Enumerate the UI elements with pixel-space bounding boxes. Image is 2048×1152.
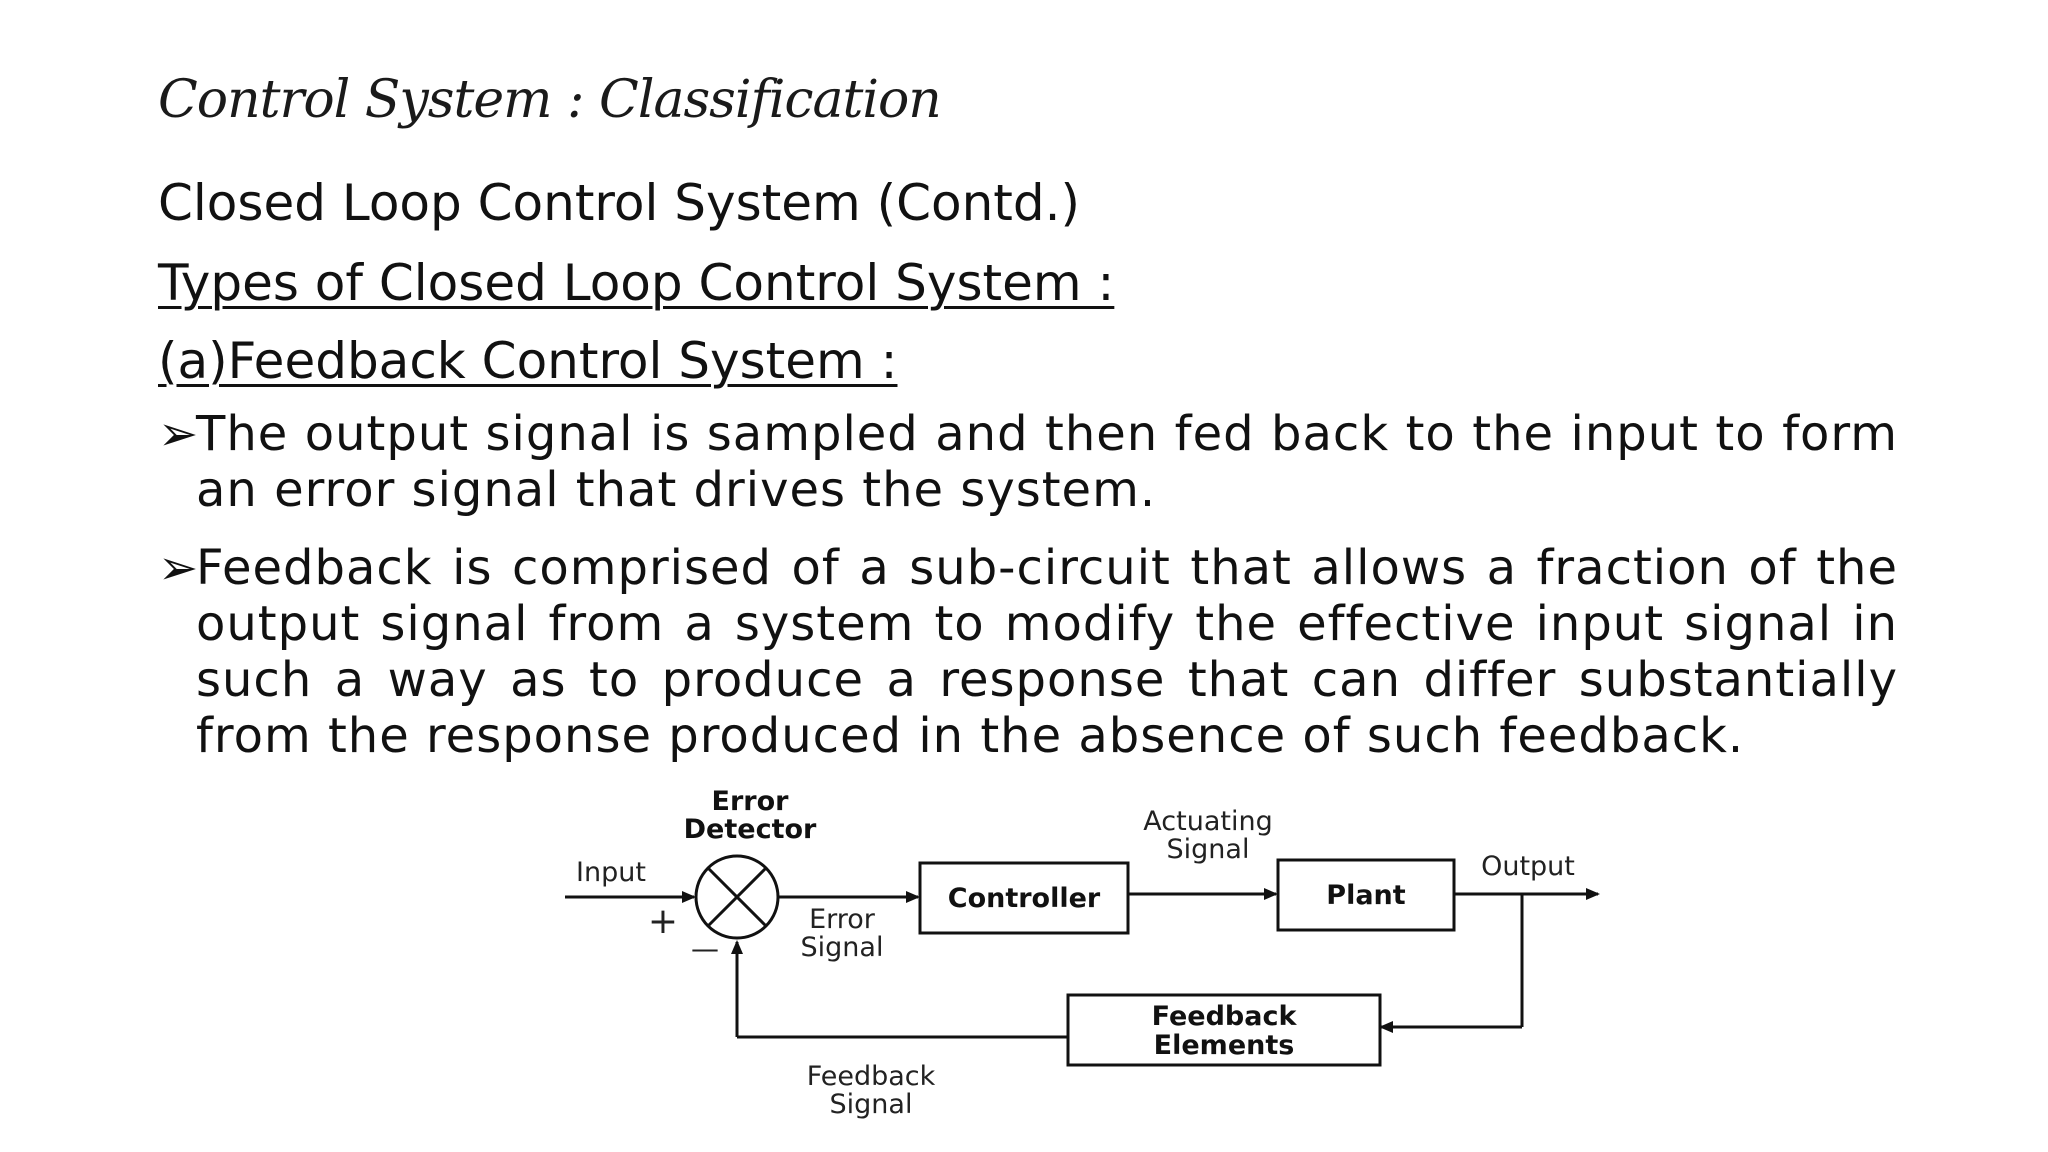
actuating-signal-label-line2: Signal: [1167, 834, 1250, 865]
error-detector-label-line2: Detector: [684, 814, 817, 845]
minus-sign: —: [691, 932, 719, 965]
feedback-diagram-svg: Error Detector Input + — Error Signal Co…: [565, 786, 1600, 1120]
slide-title: Control System : Classification: [158, 70, 942, 130]
plant-label: Plant: [1326, 880, 1405, 911]
feedback-elements-block: [1066, 993, 1382, 1067]
bullet-item: ➢ Feedback is comprised of a sub-circuit…: [158, 540, 1898, 764]
arrow-bullet-icon: ➢: [158, 406, 200, 462]
summing-junction-icon: [694, 854, 780, 940]
output-label: Output: [1481, 851, 1575, 882]
arrow-bullet-icon: ➢: [158, 540, 200, 596]
actuating-signal-label-line1: Actuating: [1143, 806, 1272, 837]
types-heading: Types of Closed Loop Control System :: [158, 254, 1115, 312]
plant-block: [1276, 858, 1456, 932]
bullet-text: The output signal is sampled and then fe…: [196, 406, 1898, 518]
error-signal-label-line1: Error: [809, 904, 876, 935]
feedback-signal-label-line1: Feedback: [807, 1061, 936, 1092]
feedback-control-heading: (a)Feedback Control System :: [158, 332, 898, 390]
slide-subtitle: Closed Loop Control System (Contd.): [158, 174, 1081, 232]
controller-label: Controller: [948, 883, 1101, 914]
feedback-elements-label-line1: Feedback: [1152, 1001, 1298, 1032]
bullet-list-item-1: ➢ The output signal is sampled and then …: [158, 406, 1898, 518]
error-signal-label-line2: Signal: [801, 932, 884, 963]
controller-block: [918, 861, 1130, 935]
feedback-block-diagram: Error Detector Input + — Error Signal Co…: [540, 780, 1630, 1140]
feedback-elements-label-line2: Elements: [1154, 1030, 1295, 1061]
feedback-signal-label-line2: Signal: [830, 1089, 913, 1120]
input-label: Input: [576, 857, 646, 888]
bullet-text: Feedback is comprised of a sub-circuit t…: [196, 540, 1898, 764]
bullet-list-item-2: ➢ Feedback is comprised of a sub-circuit…: [158, 540, 1898, 764]
error-detector-label-line1: Error: [712, 786, 790, 817]
plus-sign: +: [648, 901, 678, 942]
bullet-item: ➢ The output signal is sampled and then …: [158, 406, 1898, 518]
